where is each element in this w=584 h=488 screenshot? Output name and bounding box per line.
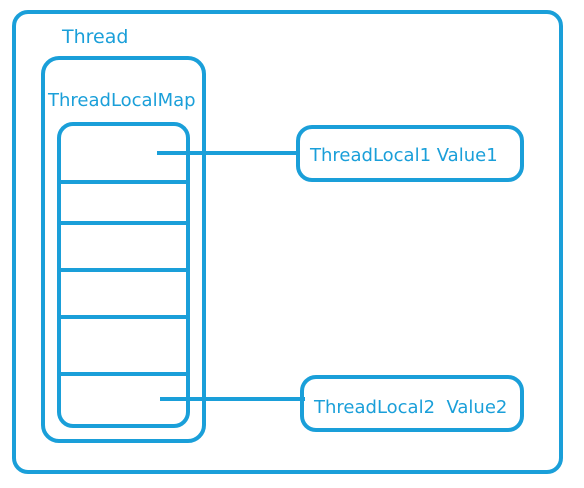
entry-table [57,122,190,428]
threadlocalmap-label: ThreadLocalMap [47,90,196,111]
entry1-label: ThreadLocal1 Value1 [309,145,498,166]
entry2-box [300,375,524,432]
threadlocalmap-box [41,56,206,443]
thread-label: Thread [61,26,128,48]
thread-box [12,10,563,474]
entry2-label: ThreadLocal2 Value2 [313,397,507,418]
entry1-box [296,125,524,182]
